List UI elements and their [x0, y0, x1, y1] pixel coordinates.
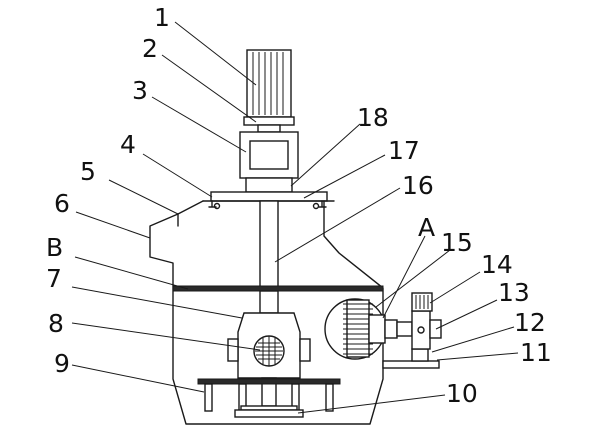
- leader-4: [142, 153, 213, 198]
- leader-10: [297, 394, 446, 414]
- mounting-bolt-left: [208, 200, 221, 210]
- leader-6: [75, 211, 151, 239]
- callout-17: 17: [388, 136, 420, 165]
- callout-labels: 1 2 3 4 5 6 B 7 8 9 10 11 12 13 14 15 A …: [46, 3, 552, 408]
- leader-lines: [71, 21, 519, 414]
- leader-9: [71, 364, 205, 393]
- callout-7: 7: [46, 264, 62, 293]
- callout-8: 8: [48, 309, 64, 338]
- callout-9: 9: [54, 349, 70, 378]
- leader-14: [429, 271, 481, 304]
- callout-14: 14: [481, 250, 513, 279]
- mounting-bolt-right: [312, 200, 327, 210]
- comb-roller: [343, 299, 398, 358]
- callout-11: 11: [520, 338, 552, 367]
- callout-16: 16: [402, 171, 434, 200]
- vessel-body: [149, 200, 384, 425]
- mixing-roller: [253, 335, 285, 367]
- leader-b: [74, 256, 189, 290]
- callout-12: 12: [514, 308, 546, 337]
- callout-18: 18: [357, 103, 389, 132]
- callout-13: 13: [498, 278, 530, 307]
- section-label-a: A: [418, 213, 435, 242]
- gear-reducer: [239, 131, 299, 193]
- bottom-stirrer: [197, 377, 341, 418]
- leader-18: [290, 123, 361, 187]
- side-motor-support: [382, 348, 440, 369]
- leader-17: [303, 154, 386, 199]
- leader-5: [108, 179, 179, 215]
- callout-4: 4: [120, 130, 136, 159]
- leader-12: [431, 326, 515, 353]
- drive-shaft: [259, 200, 279, 288]
- leader-7: [71, 286, 243, 319]
- callout-15: 15: [441, 228, 473, 257]
- side-motor: [411, 292, 433, 312]
- lower-shaft: [259, 290, 279, 314]
- leader-15: [375, 249, 451, 308]
- callout-3: 3: [132, 76, 148, 105]
- leader-8: [71, 322, 261, 351]
- leader-11: [436, 352, 519, 361]
- leader-3: [151, 96, 247, 153]
- mounting-plate: [202, 191, 335, 202]
- leader-a: [382, 235, 426, 319]
- section-label-b: B: [46, 233, 63, 262]
- leader-13: [435, 299, 498, 330]
- callout-10: 10: [446, 379, 478, 408]
- leader-16: [274, 187, 401, 263]
- callout-2: 2: [142, 34, 158, 63]
- side-motor-housing: [396, 310, 442, 350]
- callout-6: 6: [54, 189, 70, 218]
- callout-1: 1: [154, 3, 170, 32]
- partition-plate: [172, 285, 384, 292]
- leader-1: [174, 21, 257, 86]
- callout-5: 5: [80, 157, 96, 186]
- leader-2: [161, 54, 257, 123]
